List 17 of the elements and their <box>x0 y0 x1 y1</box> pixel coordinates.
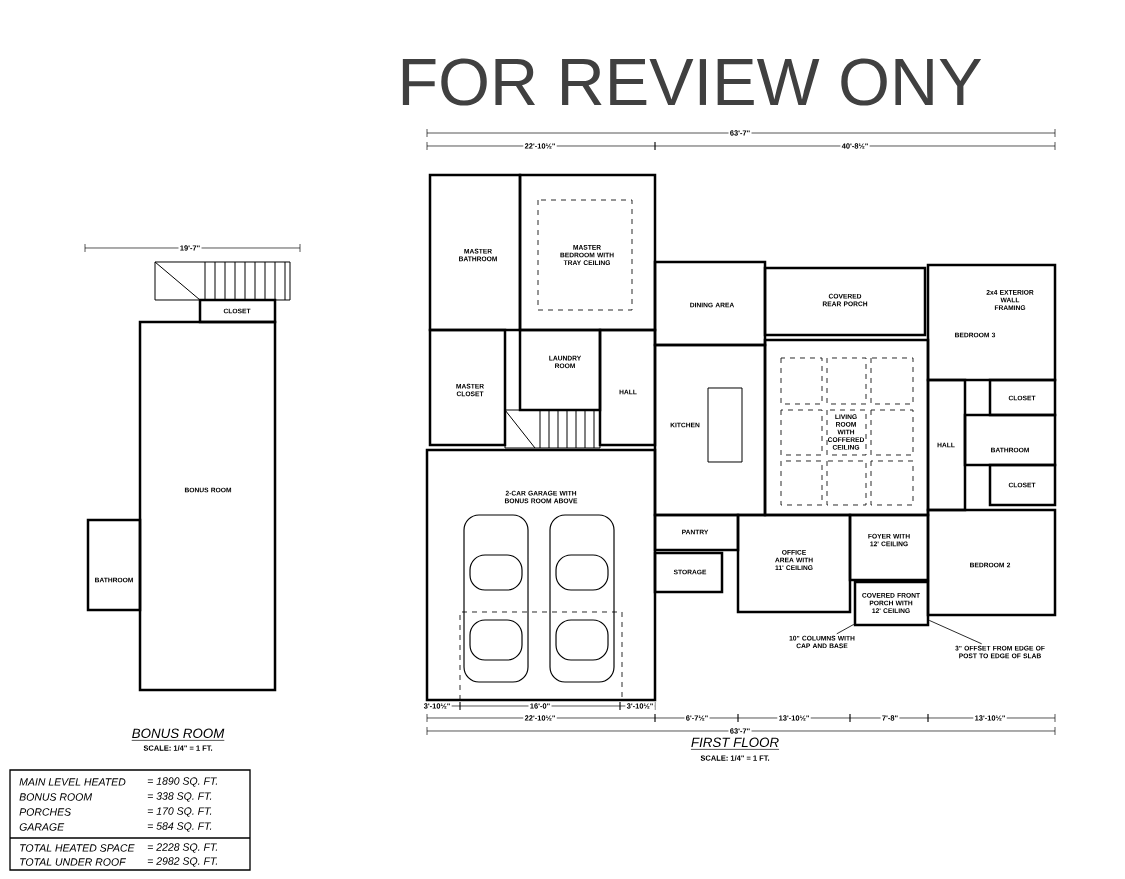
table-cell: = 338 SQ. FT. <box>147 792 212 802</box>
table-cell: GARAGE <box>19 823 65 831</box>
table-cell: BONUS ROOM <box>19 793 93 801</box>
plan-heading: BONUS ROOM <box>131 728 225 741</box>
table-cell: = 170 SQ. FT. <box>147 807 212 817</box>
table-cell: = 2228 SQ. FT. <box>147 843 217 853</box>
plan-heading: FIRST FLOOR <box>690 737 780 750</box>
table-cell: TOTAL HEATED SPACE <box>20 844 135 852</box>
table-cell: = 584 SQ. FT. <box>147 822 212 832</box>
table-cell: PORCHES <box>19 808 71 816</box>
table-cell: = 2982 SQ. FT. <box>147 857 217 867</box>
leader-line <box>836 624 855 635</box>
table-cell: TOTAL UNDER ROOF <box>20 858 126 866</box>
table-cell: = 1890 SQ. FT. <box>147 777 217 787</box>
table-cell: MAIN LEVEL HEATED <box>19 778 126 786</box>
leader-line <box>928 619 983 645</box>
title-text: FOR REVIEW ONY <box>402 58 982 106</box>
